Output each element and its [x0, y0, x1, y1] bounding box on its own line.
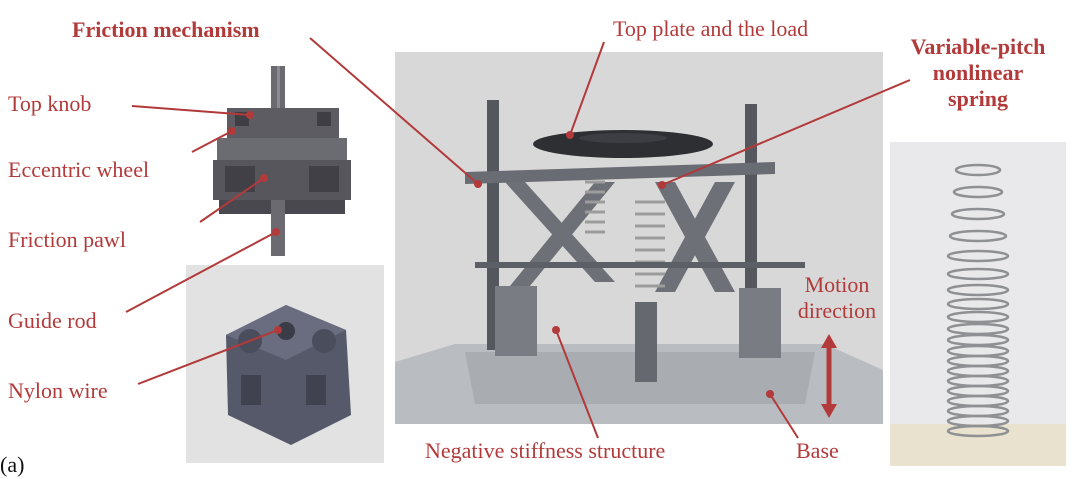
label-base: Base — [796, 438, 839, 464]
label-negative-stiffness: Negative stiffness structure — [425, 438, 665, 464]
leader-base — [770, 394, 798, 438]
leader-friction-pawl — [200, 178, 264, 222]
leader-variable-pitch-spring — [662, 80, 910, 185]
motion-direction-arrow — [821, 334, 837, 418]
variable-pitch-line-1: Variable-pitch — [888, 34, 1068, 60]
leader-nylon-wire — [138, 330, 278, 384]
label-friction-pawl: Friction pawl — [8, 227, 126, 253]
variable-pitch-line-2: nonlinear — [888, 60, 1068, 86]
motion-line-2: direction — [784, 298, 890, 324]
label-eccentric-wheel: Eccentric wheel — [8, 157, 149, 183]
variable-pitch-line-3: spring — [888, 86, 1068, 112]
leader-negative-stiffness — [556, 330, 598, 438]
label-friction-mechanism: Friction mechanism — [72, 17, 260, 43]
leader-guide-rod — [126, 232, 276, 312]
leader-eccentric-wheel — [192, 131, 232, 152]
label-top-knob: Top knob — [8, 91, 91, 117]
panel-tag: (a) — [0, 452, 24, 478]
motion-line-1: Motion — [784, 272, 890, 298]
label-guide-rod: Guide rod — [8, 308, 97, 334]
label-nylon-wire: Nylon wire — [8, 378, 108, 404]
label-variable-pitch-spring: Variable-pitch nonlinear spring — [888, 34, 1068, 112]
leader-top-plate — [570, 42, 604, 135]
leader-top-knob — [132, 106, 250, 115]
label-motion-direction: Motion direction — [784, 272, 890, 324]
leader-friction-mechanism — [310, 38, 478, 184]
label-top-plate: Top plate and the load — [613, 16, 808, 42]
